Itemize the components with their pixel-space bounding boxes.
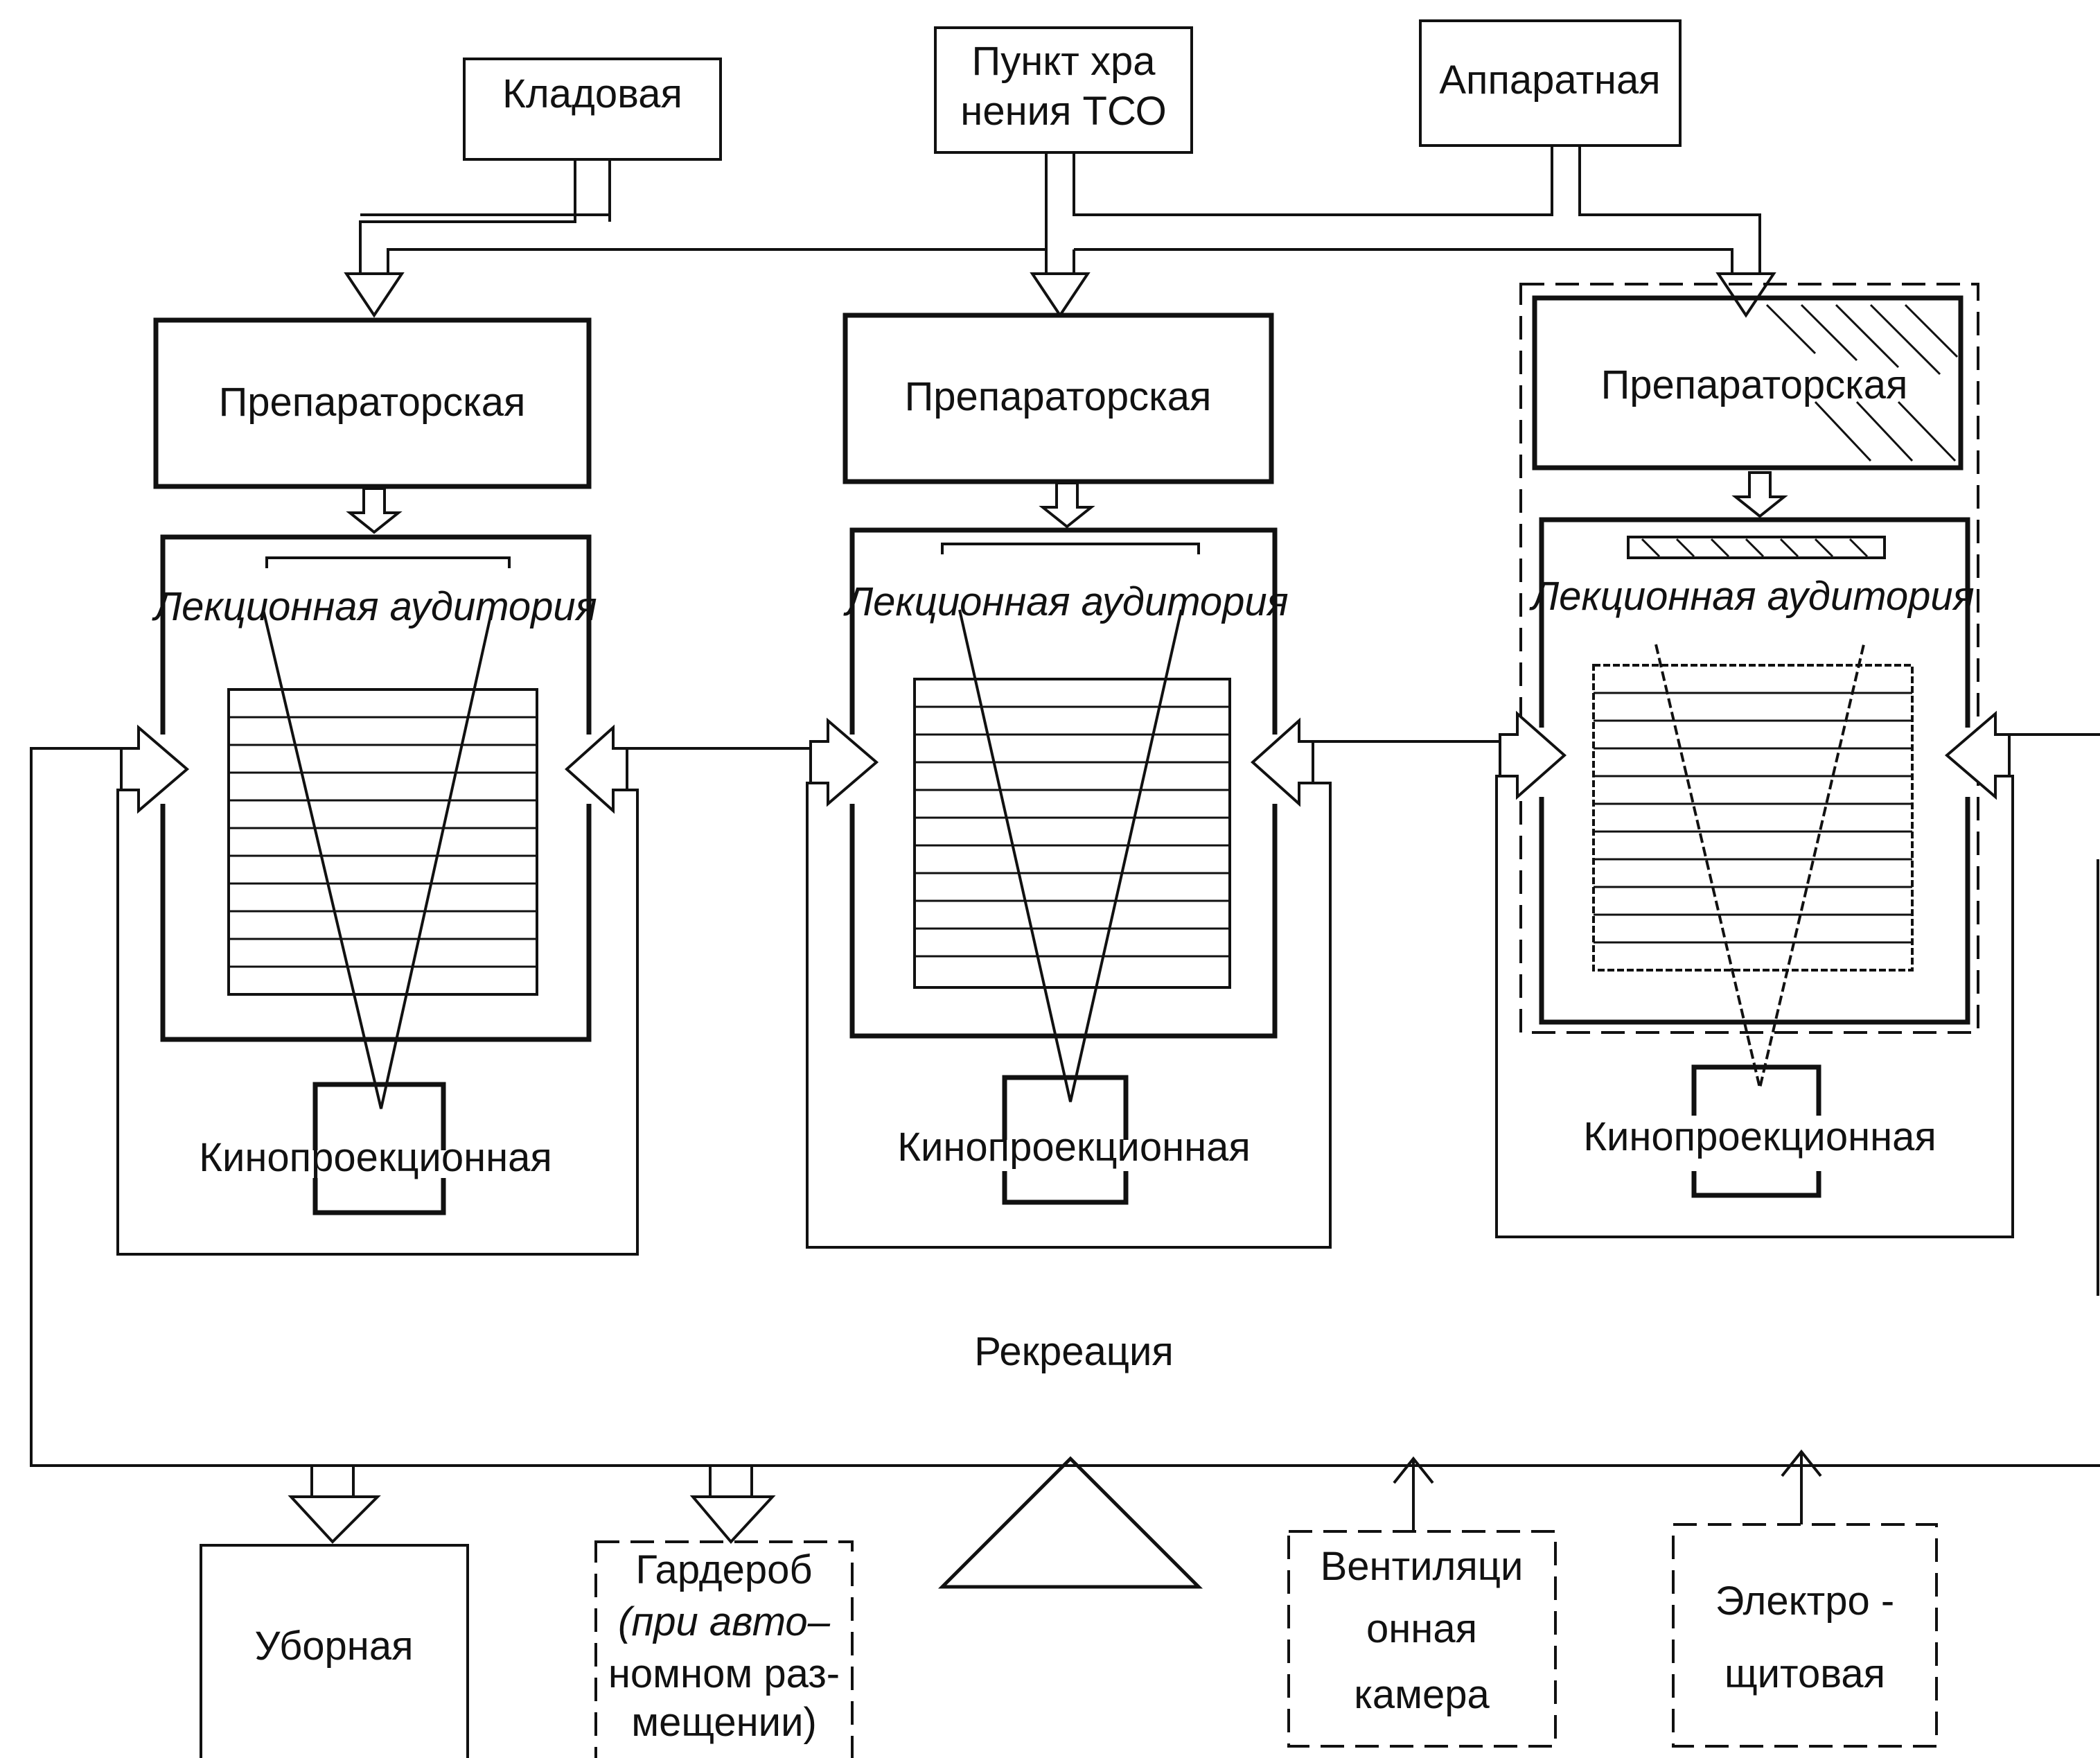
- wardrobe-label-line1: Гардероб: [635, 1547, 812, 1592]
- hall-2-left-entry-arrow: [809, 717, 879, 807]
- lecture-hall-3-walls: [1539, 517, 1970, 1025]
- hall-1-left-entry-arrow: [120, 724, 190, 814]
- projection-room-3: [1691, 1064, 1821, 1198]
- screen-3: [1627, 536, 1886, 559]
- wardrobe-label-line4: мещении): [631, 1700, 817, 1745]
- lecture-hall-3-label: Лекционная аудитория: [1528, 574, 1974, 619]
- tso-storage-box: [934, 26, 1193, 154]
- projection-room-2: [1002, 1075, 1129, 1205]
- prep-room-3: [1532, 295, 1964, 471]
- electrical-label-line2: щитовая: [1724, 1651, 1885, 1696]
- screen-2: [941, 543, 1200, 554]
- prep-to-hall-arrow-1: [346, 487, 403, 534]
- seat-rows-2: [915, 705, 1230, 958]
- tso-storage-label-line1: Пункт хра: [972, 39, 1156, 84]
- lecture-hall-1-walls: [160, 534, 592, 1042]
- to-wardrobe-channel: [709, 1466, 753, 1497]
- wardrobe-box: [594, 1540, 854, 1758]
- toilet-box: [200, 1544, 469, 1758]
- toilet-label: Уборная: [255, 1624, 414, 1669]
- projection-room-3-label: Кинопроекционная: [1583, 1114, 1936, 1159]
- hall-3-right-entry-arrow: [1944, 710, 2011, 800]
- prep-to-hall-arrow-3: [1731, 471, 1788, 518]
- to-toilet-arrow: [288, 1495, 381, 1544]
- hall-1-right-entry-arrow: [565, 724, 628, 814]
- screen-1: [265, 556, 511, 568]
- projection-room-1: [312, 1082, 446, 1215]
- storage-room-label: Кладовая: [502, 71, 682, 116]
- projection-beam-1: [262, 609, 493, 1109]
- unit-2: Препараторская Лекционная аудитория Кино…: [809, 313, 1314, 1205]
- prep-room-2-label: Препараторская: [905, 374, 1212, 419]
- supply-arrow-2: [1030, 272, 1091, 318]
- prep-room-3-hatching: [1765, 304, 1959, 462]
- seat-rows-1: [229, 716, 537, 968]
- ventilation-label-line2: онная: [1366, 1606, 1477, 1651]
- ventilation-label-line3: камера: [1354, 1672, 1490, 1717]
- unit-1: Препараторская Лекционная аудитория Кино…: [120, 317, 628, 1215]
- seat-rows-3: [1594, 692, 1912, 944]
- storage-room-box: [463, 58, 722, 161]
- ventilation-link-arrowhead: [1393, 1456, 1434, 1484]
- prep-room-1-label: Препараторская: [219, 380, 526, 425]
- seating-3: [1592, 664, 1914, 972]
- projection-room-1-label: Кинопроекционная: [199, 1135, 552, 1180]
- screen-3-hatching: [1641, 538, 1869, 558]
- to-wardrobe-arrow: [689, 1495, 776, 1545]
- ventilation-label-line1: Вентиляци: [1321, 1544, 1524, 1589]
- supply-arrow-1: [344, 272, 405, 318]
- electrical-link-arrowhead: [1781, 1449, 1822, 1477]
- unit-3-dashed-outline: [1519, 283, 1979, 1034]
- hall-3-left-entry-arrow: [1499, 710, 1567, 800]
- prep-room-1: [153, 317, 592, 489]
- electrical-box: [1672, 1523, 1938, 1748]
- entrance-triangle-symbol: [937, 1456, 1203, 1589]
- seating-1: [227, 688, 538, 996]
- unit-3: Препараторская Лекционная аудитория: [1499, 283, 2011, 1198]
- wardrobe-label-line2: (при авто–: [618, 1599, 831, 1644]
- supply-channel: [359, 146, 1761, 274]
- to-toilet-channel: [310, 1466, 355, 1497]
- wardrobe-label-line3: номном раз-: [608, 1651, 840, 1696]
- lecture-hall-2-label: Лекционная аудитория: [842, 579, 1288, 624]
- lecture-hall-2-walls: [849, 527, 1278, 1039]
- supply-arrow-3: [1715, 272, 1776, 318]
- projection-beam-2: [958, 609, 1183, 1102]
- seating-2: [913, 678, 1231, 989]
- equipment-room-label: Аппаратная: [1439, 58, 1660, 103]
- projection-room-2-label: Кинопроекционная: [897, 1125, 1251, 1170]
- lecture-hall-1-label: Лекционная аудитория: [151, 584, 597, 629]
- recreation-label: Рекреация: [974, 1329, 1174, 1374]
- prep-room-3-label: Препараторская: [1601, 362, 1908, 407]
- hall-2-right-entry-arrow: [1251, 717, 1314, 807]
- electrical-label-line1: Электро -: [1715, 1579, 1894, 1624]
- equipment-room-box: [1419, 19, 1682, 147]
- prep-to-hall-arrow-2: [1039, 482, 1095, 529]
- tso-storage-label-line2: нения ТСО: [960, 89, 1166, 134]
